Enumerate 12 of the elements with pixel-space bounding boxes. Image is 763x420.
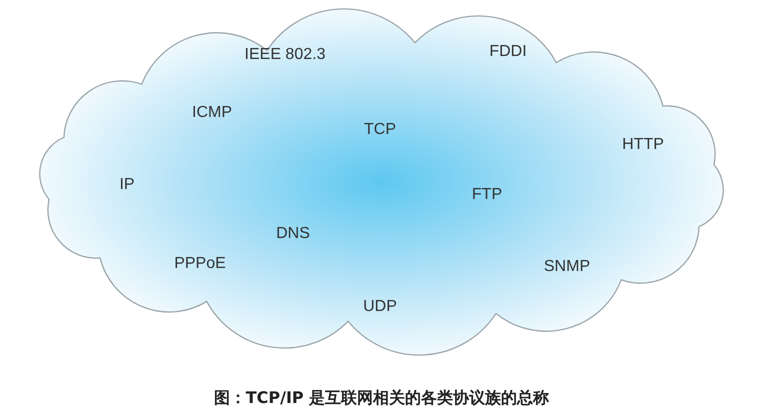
- protocol-label: HTTP: [622, 136, 664, 154]
- protocol-label: TCP: [364, 121, 396, 139]
- protocol-label: PPPoE: [174, 255, 226, 273]
- protocol-label: UDP: [363, 298, 397, 316]
- protocol-label: ICMP: [192, 104, 232, 122]
- protocol-label: FTP: [472, 186, 502, 204]
- protocol-label: FDDI: [489, 43, 527, 61]
- protocol-label: SNMP: [544, 258, 590, 276]
- protocol-label: IEEE 802.3: [244, 46, 326, 64]
- protocol-label: IP: [119, 176, 135, 194]
- figure-caption: 图：TCP/IP 是互联网相关的各类协议族的总称: [212, 388, 550, 409]
- protocol-label: DNS: [276, 225, 310, 243]
